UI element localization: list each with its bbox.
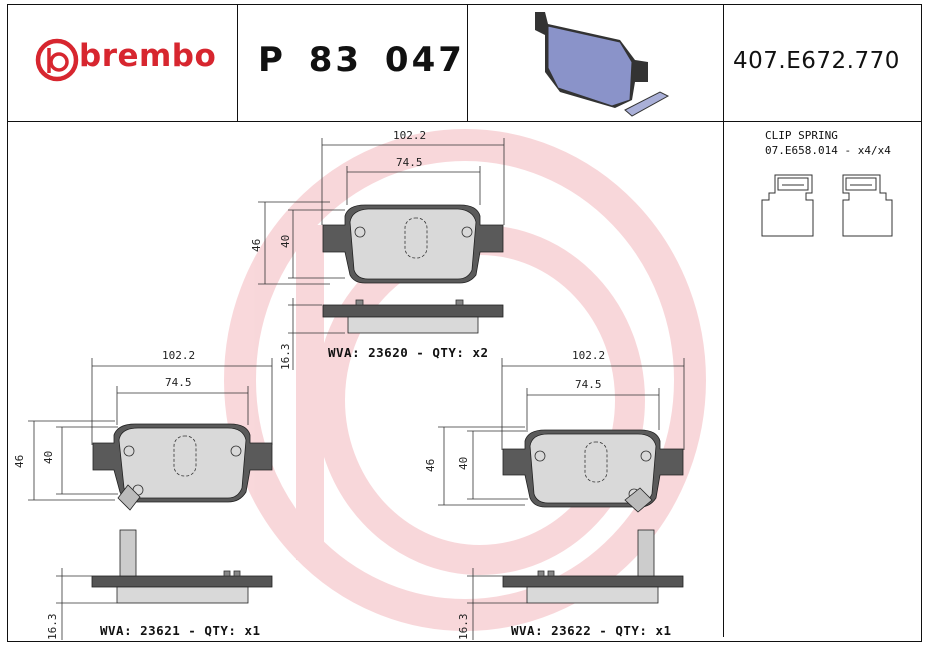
header-separator [467, 5, 468, 121]
width-outer-label: 102.2 [162, 349, 195, 362]
dimension-labels: 102.2 74.5 46 40 16.3 102.2 74.5 46 40 1… [13, 129, 605, 640]
pad-3d-icon [535, 12, 670, 117]
thickness-label: 16.3 [457, 614, 470, 641]
width-outer-label: 102.2 [572, 349, 605, 362]
width-inner-label: 74.5 [396, 156, 423, 169]
header-separator [723, 5, 724, 637]
width-inner-label: 74.5 [165, 376, 192, 389]
wva-caption-3: WVA: 23622 - QTY: x1 [511, 623, 672, 638]
clip-spring-icon [761, 174, 893, 237]
brand-name: brembo [79, 38, 217, 74]
clip-spring-code: 07.E658.014 - x4/x4 [765, 144, 891, 157]
header-divider [8, 121, 921, 122]
height-outer-label: 46 [250, 239, 263, 252]
thickness-label: 16.3 [279, 344, 292, 371]
part-number: P 83 047 [258, 40, 465, 80]
wva-caption-1: WVA: 23620 - QTY: x2 [328, 345, 489, 360]
clip-spring-title: CLIP SPRING [765, 129, 838, 142]
height-inner-label: 40 [279, 235, 292, 248]
width-outer-label: 102.2 [393, 129, 426, 142]
height-outer-label: 46 [13, 455, 26, 468]
thickness-label: 16.3 [46, 614, 59, 641]
width-inner-label: 74.5 [575, 378, 602, 391]
header-separator [237, 5, 238, 121]
drawing-sheet [7, 4, 922, 642]
wva-caption-2: WVA: 23621 - QTY: x1 [100, 623, 261, 638]
reference-code: 407.E672.770 [733, 48, 900, 74]
height-outer-label: 46 [424, 459, 437, 472]
pad-view-3 [438, 358, 685, 640]
height-inner-label: 40 [457, 457, 470, 470]
pad-view-2 [28, 358, 273, 640]
pad-view-1 [258, 138, 505, 370]
brembo-logo-mark [35, 38, 79, 82]
height-inner-label: 40 [42, 451, 55, 464]
